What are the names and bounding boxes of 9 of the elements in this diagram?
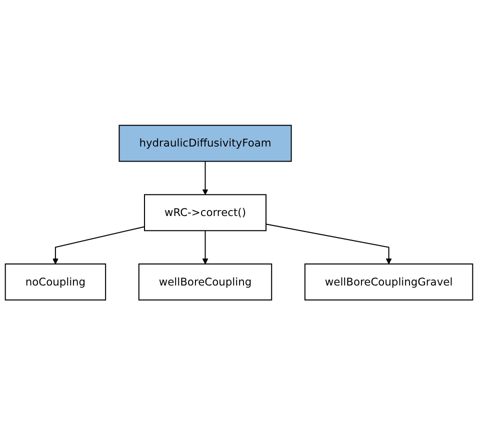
node-box: wellBoreCouplingGravel (304, 263, 474, 300)
node-box: wRC->correct() (144, 194, 266, 231)
arrow (202, 160, 208, 195)
node-box: wellBoreCoupling (138, 263, 272, 300)
arrow (52, 226, 145, 264)
arrow (202, 230, 208, 264)
node-box: noCoupling (4, 263, 106, 300)
arrow (266, 223, 392, 264)
node-box: hydraulicDiffusivityFoam (118, 124, 292, 162)
